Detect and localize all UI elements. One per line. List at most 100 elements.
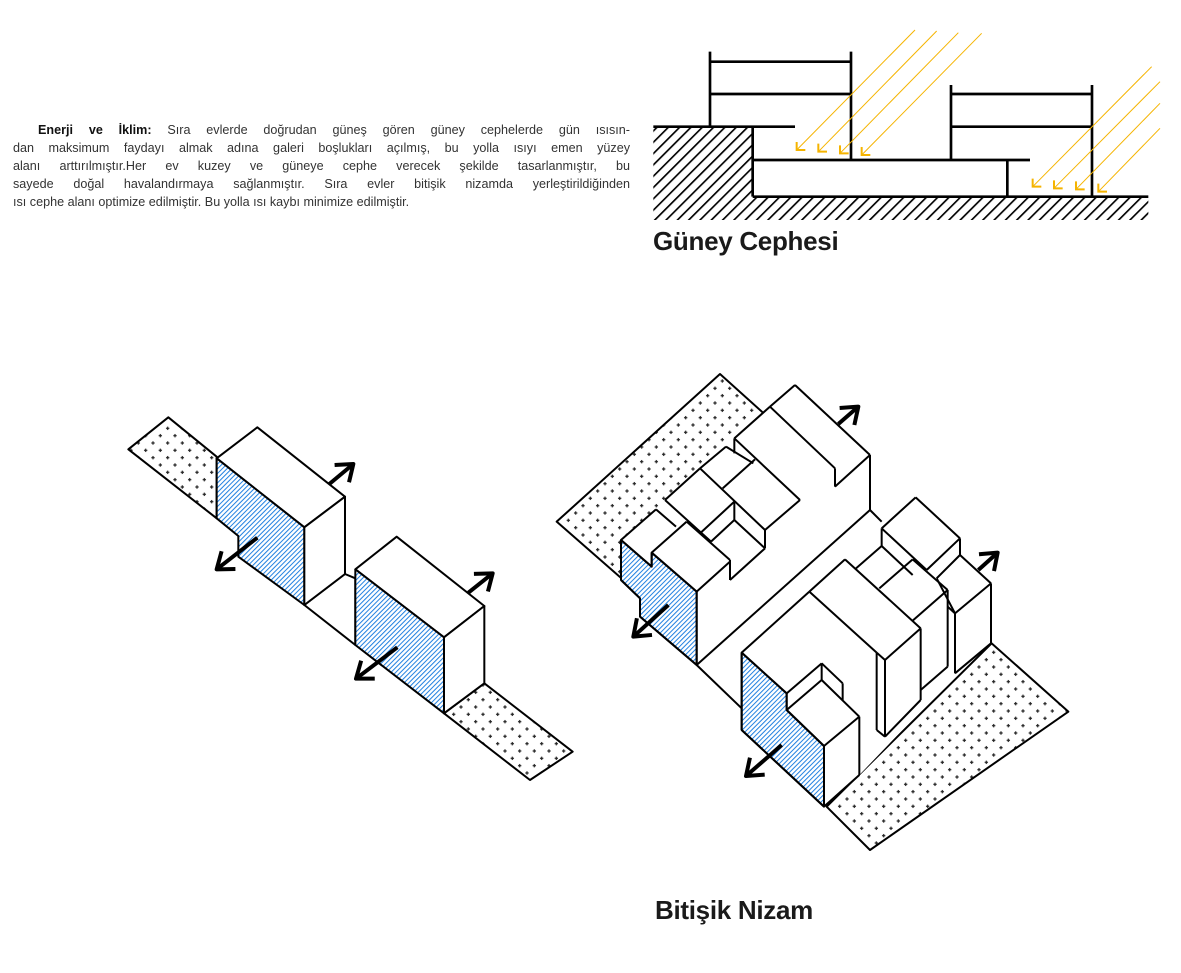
building-edge <box>699 500 736 535</box>
ventilation-arrow-icon <box>744 743 783 778</box>
paragraph-line-5: ısı cephe alanı optimize edilmiştir. Bu … <box>13 195 410 209</box>
landscape-area-front <box>825 642 1070 851</box>
sun-ray-arrowhead-icon <box>838 145 849 155</box>
arrowhead-icon <box>743 757 765 778</box>
south-facade-title: Güney Cephesi <box>653 226 839 256</box>
building-edge <box>786 662 823 695</box>
building-edge <box>686 520 731 561</box>
sun-ray <box>1075 102 1161 190</box>
sun-ray-arrowhead-icon <box>860 146 871 156</box>
arrowhead-icon <box>978 550 1000 572</box>
ventilation-arrow-icon <box>976 551 999 572</box>
building-edge <box>733 519 766 550</box>
attached-layout-title: Bitişik Nizam <box>655 895 813 925</box>
building-edge <box>794 384 871 456</box>
building-edge <box>935 577 956 614</box>
building-edge <box>651 551 698 593</box>
building-edge <box>733 437 801 501</box>
building-edge <box>721 458 756 490</box>
building-edge <box>664 467 701 501</box>
ventilation-arrow-icon <box>467 571 494 595</box>
building-edge <box>695 664 743 710</box>
arrowhead-icon <box>839 404 861 426</box>
building-edge <box>740 729 825 808</box>
building-edge <box>820 679 861 718</box>
building-edge <box>620 579 641 600</box>
sun-ray <box>796 29 916 151</box>
building-edge <box>880 545 914 576</box>
sun-ray-arrowhead-icon <box>1052 180 1063 190</box>
building-edge <box>823 715 860 747</box>
sun-ray <box>817 30 938 153</box>
building-edge <box>884 627 922 661</box>
paragraph-line-2: dan maksimum faydayı almak adına galeri … <box>13 141 630 155</box>
building-edge <box>959 554 992 585</box>
attached-houses-axonometric <box>555 372 1070 851</box>
building-edge <box>820 662 844 685</box>
building-edge <box>620 539 653 568</box>
building-edge <box>869 509 883 523</box>
building-edge <box>844 558 922 630</box>
sun-ray <box>1097 127 1161 193</box>
building-edge <box>884 699 922 738</box>
building-edge <box>912 589 949 622</box>
arrowhead-icon <box>214 550 236 572</box>
building-edge <box>695 509 871 666</box>
paragraph-line-4: sayede doğal havalandırmaya sağlanmıştır… <box>13 177 630 191</box>
ventilation-arrow-icon <box>328 462 355 486</box>
ground-hatch <box>653 126 1149 220</box>
building-edge <box>878 558 914 590</box>
building-edge <box>954 642 992 675</box>
ventilation-arrow-icon <box>354 645 399 681</box>
building-edge <box>740 590 811 654</box>
building-edge <box>729 547 766 581</box>
arrowhead-icon <box>353 660 375 681</box>
south-facade-section-diagram <box>653 29 1161 220</box>
house-1-side <box>303 495 346 606</box>
sun-ray <box>1053 81 1161 189</box>
arrowhead-icon <box>473 571 495 592</box>
paragraph-line-3: alanı arttırılmıştır.Her ev kuzey ve gün… <box>13 159 630 173</box>
building-edge <box>785 709 825 747</box>
building-edge <box>740 651 788 695</box>
sun-ray-arrowhead-icon <box>1097 183 1107 193</box>
building-edge <box>655 508 677 528</box>
building-edge <box>876 729 886 738</box>
building-edge <box>855 545 883 570</box>
building-edge <box>786 679 823 711</box>
sun-ray <box>1032 66 1153 188</box>
building-edge <box>695 560 731 593</box>
building-edge <box>808 590 878 654</box>
landscape-strip-left <box>127 416 218 520</box>
sun-ray <box>839 32 959 154</box>
building-edge <box>954 582 992 615</box>
building-edge <box>764 499 801 531</box>
building-edge <box>699 467 766 531</box>
row-house-pair-axonometric <box>127 416 574 781</box>
building-edge <box>834 454 871 488</box>
building-edge <box>808 558 846 593</box>
building-edge <box>925 537 961 571</box>
building-edge <box>920 665 949 691</box>
ventilation-arrow-icon <box>837 405 860 426</box>
building-edge <box>710 519 736 543</box>
arrowhead-icon <box>334 461 356 483</box>
sun-ray-arrowhead-icon <box>1074 181 1085 191</box>
building-edge <box>733 405 771 440</box>
building-edge <box>912 558 949 591</box>
building-edge <box>876 651 886 661</box>
ventilation-arrow-icon <box>215 536 259 571</box>
paragraph-line-1: Enerji ve İklim: Sıra evlerde doğrudan g… <box>38 123 630 137</box>
building-edge <box>823 774 860 808</box>
house-2-side <box>442 604 486 715</box>
building-edge <box>880 496 917 530</box>
building-edge <box>769 384 796 408</box>
building-edge <box>725 445 754 465</box>
arrowhead-icon <box>631 617 653 639</box>
building-edge <box>620 508 657 541</box>
sun-ray-arrowhead-icon <box>795 141 806 151</box>
building-edge <box>651 520 688 554</box>
building-edge <box>914 496 961 540</box>
building-edge <box>935 554 961 580</box>
